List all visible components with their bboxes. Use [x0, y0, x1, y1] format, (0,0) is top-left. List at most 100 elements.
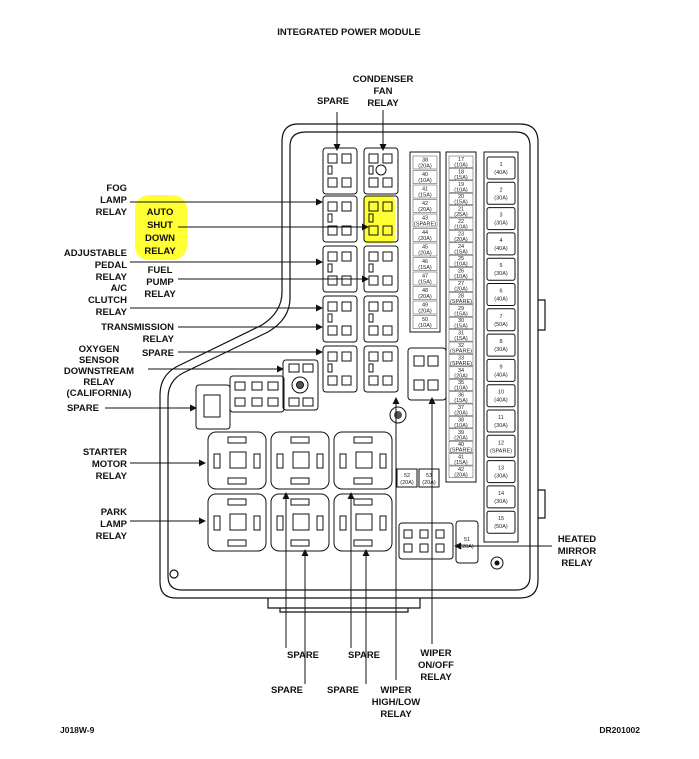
svg-text:RELAY: RELAY [144, 246, 176, 257]
svg-text:42: 42 [458, 467, 464, 473]
svg-text:RELAY: RELAY [561, 558, 593, 569]
mini-fuse: 19(10A) [448, 180, 474, 193]
svg-text:RELAY: RELAY [96, 531, 128, 542]
maxi-fuse: 14(30A) [486, 485, 516, 509]
oxygen-sensor-relay [282, 359, 319, 411]
svg-text:27: 27 [458, 281, 464, 287]
svg-text:37: 37 [458, 405, 464, 411]
svg-text:33: 33 [458, 355, 464, 361]
svg-text:AUTO: AUTO [147, 207, 174, 218]
asd-relay-highlight [363, 196, 395, 244]
mount-hole [490, 556, 504, 570]
large-relay [333, 493, 393, 552]
svg-text:13: 13 [498, 466, 504, 472]
maxi-fuse: 6(40A) [486, 283, 516, 306]
mini-fuse: 48(20A) [412, 286, 438, 300]
svg-text:(20A): (20A) [418, 309, 432, 315]
mini-fuse: 36(15A) [448, 391, 474, 404]
mini-fuse: 45(20A) [412, 242, 438, 257]
svg-text:24: 24 [458, 244, 464, 250]
svg-text:48: 48 [422, 288, 428, 294]
large-relay [207, 431, 267, 490]
mini-fuse: 34(20A) [448, 366, 474, 379]
label-transmission-relay: TRANSMISSION RELAY [101, 322, 175, 345]
svg-text:19: 19 [458, 182, 464, 188]
svg-text:44: 44 [422, 230, 428, 236]
mini-fuse: 38(10A) [448, 416, 474, 429]
condenser-relay-pin [375, 164, 387, 176]
svg-text:(20A): (20A) [454, 237, 468, 243]
mini-fuse: 17(10A) [448, 155, 474, 169]
svg-text:STARTER: STARTER [83, 447, 127, 458]
svg-text:34: 34 [458, 368, 464, 374]
mini-fuse: 43(SPARE) [412, 213, 438, 228]
svg-text:15: 15 [498, 516, 504, 522]
maxi-fuse: 12(SPARE) [486, 434, 516, 458]
label-heated-mirror-relay: HEATED MIRROR RELAY [558, 534, 597, 569]
maxi-fuse: 9(40A) [486, 358, 516, 382]
svg-text:50: 50 [422, 317, 428, 323]
svg-text:(10A): (10A) [418, 323, 432, 329]
footer-left-code: J018W-9 [60, 725, 95, 735]
ground-stud [389, 406, 407, 424]
svg-text:51: 51 [464, 537, 470, 543]
svg-text:38: 38 [458, 417, 464, 423]
maxi-fuse: 11(30A) [486, 409, 516, 433]
svg-text:25: 25 [458, 256, 464, 262]
svg-text:WIPER: WIPER [420, 648, 451, 659]
small-relay [322, 245, 358, 293]
svg-text:(50A): (50A) [494, 524, 508, 530]
mini-fuse: 24(15A) [448, 242, 474, 255]
svg-text:21: 21 [458, 207, 464, 213]
small-relay [363, 195, 399, 243]
svg-text:(10A): (10A) [454, 262, 468, 268]
label-auto-shut-down-relay: AUTO SHUT DOWN RELAY [144, 207, 176, 257]
mini-fuse: 38(20A) [412, 155, 438, 170]
large-fuse-column: 1(40A)2(30A)3(30A)4(40A)5(30A)6(40A)7(50… [483, 151, 519, 543]
mini-fuse: 35(10A) [448, 378, 474, 392]
svg-text:MIRROR: MIRROR [558, 546, 597, 557]
mini-fuse: 49(20A) [412, 300, 438, 315]
svg-text:3: 3 [499, 213, 502, 219]
label-oxygen-sensor-relay: OXYGEN SENSOR DOWNSTREAM RELAY (CALIFORN… [64, 344, 134, 399]
label-condenser-fan-relay: CONDENSER FAN RELAY [353, 74, 414, 109]
svg-text:(20A): (20A) [400, 480, 414, 486]
maxi-fuse: 4(40A) [486, 232, 516, 256]
label-spare-bottom-2: SPARE [348, 650, 380, 661]
svg-text:28: 28 [458, 293, 464, 299]
svg-text:(20A): (20A) [418, 236, 432, 242]
small-relay [363, 147, 399, 195]
svg-text:CONDENSER: CONDENSER [353, 74, 414, 85]
svg-text:DOWN: DOWN [145, 233, 175, 244]
svg-text:RELAY: RELAY [83, 377, 115, 388]
svg-text:OXYGEN: OXYGEN [79, 344, 120, 355]
svg-text:(10A): (10A) [454, 187, 468, 193]
svg-text:(20A): (20A) [422, 480, 436, 486]
svg-text:FOG: FOG [106, 183, 127, 194]
svg-text:46: 46 [422, 259, 428, 265]
svg-text:26: 26 [458, 269, 464, 275]
svg-text:RELAY: RELAY [96, 272, 128, 283]
svg-text:HEATED: HEATED [558, 534, 596, 545]
mini-fuse: 46(15A) [412, 257, 438, 271]
mini-fuse: 39(20A) [448, 428, 474, 441]
svg-text:(15A): (15A) [454, 200, 468, 206]
svg-text:(15A): (15A) [454, 324, 468, 330]
svg-text:(20A): (20A) [454, 435, 468, 441]
svg-text:11: 11 [498, 415, 504, 421]
mini-fuse: 28(SPARE) [448, 292, 474, 305]
svg-text:31: 31 [458, 331, 464, 337]
label-park-lamp-relay: PARK LAMP RELAY [96, 507, 128, 542]
svg-text:(20A): (20A) [454, 411, 468, 417]
spare-relay-left [195, 375, 285, 430]
svg-text:22: 22 [458, 219, 464, 225]
svg-text:35: 35 [458, 380, 464, 386]
svg-text:14: 14 [498, 491, 504, 497]
svg-text:20: 20 [458, 194, 464, 200]
mount-hole-center [494, 560, 500, 566]
label-wiper-high-low-relay: WIPER HIGH/LOW RELAY [372, 685, 421, 720]
maxi-fuse: 1(40A) [486, 156, 516, 180]
mini-fuse: 42(20A) [448, 465, 474, 479]
label-spare-mid: SPARE [142, 348, 174, 359]
